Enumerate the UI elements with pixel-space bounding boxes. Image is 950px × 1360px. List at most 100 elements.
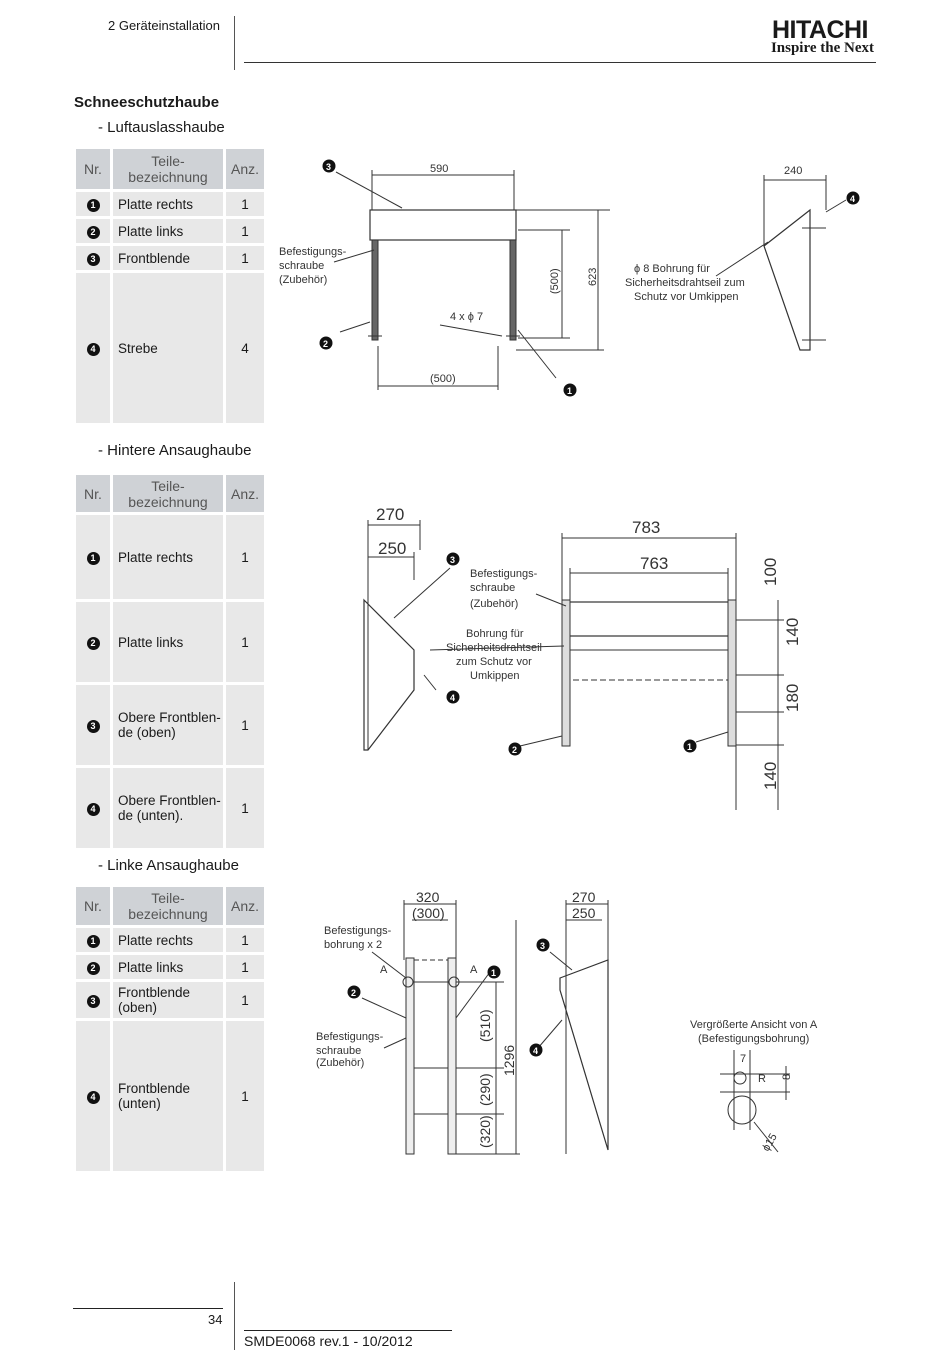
screw-label-1: Befestigungs-	[470, 568, 538, 580]
part-qty: 1	[226, 982, 264, 1018]
dim-140-b: 140	[761, 762, 780, 790]
header-divider	[234, 16, 235, 70]
dim-300: (300)	[412, 905, 445, 921]
part-qty: 1	[226, 685, 264, 765]
left-intake-drawing: 320 (300) 270 250 (510) (290) (320) 1296…	[316, 890, 818, 1155]
screw-label-1: Befestigungs-	[316, 1031, 384, 1043]
svg-text:2: 2	[323, 339, 328, 349]
col-name: Teile- bezeichnung	[113, 887, 223, 925]
col-nr: Nr.	[76, 149, 110, 189]
part-qty: 1	[226, 219, 264, 243]
callout-markers: 1 2 3 4	[347, 938, 550, 1057]
row-number: 3	[76, 685, 110, 765]
col-qty: Anz.	[226, 887, 264, 925]
footer-divider	[234, 1282, 235, 1350]
svg-text:2: 2	[351, 988, 356, 998]
screw-label-3: (Zubehör)	[470, 598, 518, 610]
col-nr: Nr.	[76, 887, 110, 925]
row-number: 3	[76, 982, 110, 1018]
dim-500-vertical: (500)	[549, 268, 561, 294]
svg-text:1: 1	[687, 742, 692, 752]
parts-table-rear: Nr. Teile- bezeichnung Anz. 1 Platte rec…	[73, 472, 267, 851]
dim-320: 320	[416, 890, 440, 905]
bore-label-3: zum Schutz vor	[456, 656, 532, 668]
screw-label-2: schraube	[470, 582, 515, 594]
header-rule	[244, 62, 876, 63]
part-name: Frontblende (oben)	[113, 982, 223, 1018]
row-number: 1	[76, 192, 110, 216]
row-number: 2	[76, 602, 110, 682]
dim-270: 270	[376, 505, 404, 524]
document-id: SMDE0068 rev.1 - 10/2012	[244, 1333, 413, 1349]
part-name: Strebe	[113, 273, 223, 423]
outlet-hood-drawing: 590 (500) 623 (500) 4 x ϕ 7 240 Befestig…	[279, 159, 860, 397]
callout-markers: 3 2 1 4	[319, 159, 860, 397]
chapter-heading: 2 Geräteinstallation	[108, 18, 221, 33]
row-number: 1	[76, 928, 110, 952]
dim-500-horizontal: (500)	[430, 373, 456, 385]
parts-table-left: Nr. Teile- bezeichnung Anz. 1 Platte rec…	[73, 884, 267, 1174]
footer-rule-right	[244, 1330, 452, 1331]
svg-text:3: 3	[450, 555, 455, 565]
bore-label-4: Umkippen	[470, 670, 520, 682]
row-number: 3	[76, 246, 110, 270]
row-number: 1	[76, 515, 110, 599]
part-qty: 1	[226, 246, 264, 270]
part-qty: 1	[226, 955, 264, 979]
dim-100: 100	[761, 558, 780, 586]
screw-label-2: schraube	[279, 260, 324, 272]
bore-label-2: bohrung x 2	[324, 939, 382, 951]
col-name: Teile- bezeichnung	[113, 149, 223, 189]
part-qty: 1	[226, 768, 264, 848]
subtitle-left-intake: - Linke Ansaughaube	[98, 857, 239, 874]
brand-logo: HITACHI	[771, 16, 869, 44]
part-name: Platte rechts	[113, 928, 223, 952]
dim-783: 783	[632, 518, 660, 537]
bore-label-1: Bohrung für	[466, 628, 524, 640]
dim-763: 763	[640, 554, 668, 573]
dim-590: 590	[430, 163, 448, 175]
screw-label-3: (Zubehör)	[316, 1057, 364, 1069]
bore-label-2: Sicherheitsdrahtseil	[446, 642, 542, 654]
dim-623: 623	[587, 268, 599, 286]
dim-510: (510)	[477, 1009, 493, 1042]
detail-label-2: (Befestigungsbohrung)	[698, 1033, 809, 1045]
brand-tagline: Inspire the Next	[770, 40, 874, 56]
part-qty: 4	[226, 273, 264, 423]
dim-250: 250	[378, 539, 406, 558]
part-name: Frontblende (unten)	[113, 1021, 223, 1171]
part-qty: 1	[226, 1021, 264, 1171]
screw-label-3: (Zubehör)	[279, 274, 327, 286]
col-qty: Anz.	[226, 149, 264, 189]
bore-label-3: Schutz vor Umkippen	[634, 291, 739, 303]
svg-text:4: 4	[533, 1046, 538, 1056]
col-nr: Nr.	[76, 475, 110, 512]
svg-text:1: 1	[567, 386, 572, 396]
subtitle-outlet-hood: - Luftauslasshaube	[98, 119, 225, 136]
svg-text:4: 4	[450, 693, 455, 703]
row-number: 4	[76, 273, 110, 423]
svg-text:2: 2	[512, 745, 517, 755]
bore-label-2: Sicherheitsdrahtseil zum	[625, 277, 745, 289]
dim-1296: 1296	[501, 1045, 517, 1076]
col-qty: Anz.	[226, 475, 264, 512]
part-name: Platte links	[113, 955, 223, 979]
part-qty: 1	[226, 602, 264, 682]
bore-label-1: ϕ 8 Bohrung für	[634, 263, 710, 275]
row-number: 2	[76, 219, 110, 243]
dim-140-a: 140	[783, 618, 802, 646]
svg-text:3: 3	[326, 162, 331, 172]
detail-dim-r: R	[758, 1073, 766, 1085]
row-number: 4	[76, 1021, 110, 1171]
part-name: Platte links	[113, 219, 223, 243]
screw-label-1: Befestigungs-	[279, 246, 347, 258]
part-name: Obere Frontblen- de (oben)	[113, 685, 223, 765]
dim-290: (290)	[477, 1073, 493, 1106]
detail-label-1: Vergrößerte Ansicht von A	[690, 1019, 818, 1031]
parts-table-outlet: Nr. Teile- bezeichnung Anz. 1 Platte rec…	[73, 146, 267, 426]
svg-text:3: 3	[540, 941, 545, 951]
label-a-1: A	[380, 964, 388, 976]
part-qty: 1	[226, 192, 264, 216]
row-number: 2	[76, 955, 110, 979]
screw-label-2: schraube	[316, 1045, 361, 1057]
